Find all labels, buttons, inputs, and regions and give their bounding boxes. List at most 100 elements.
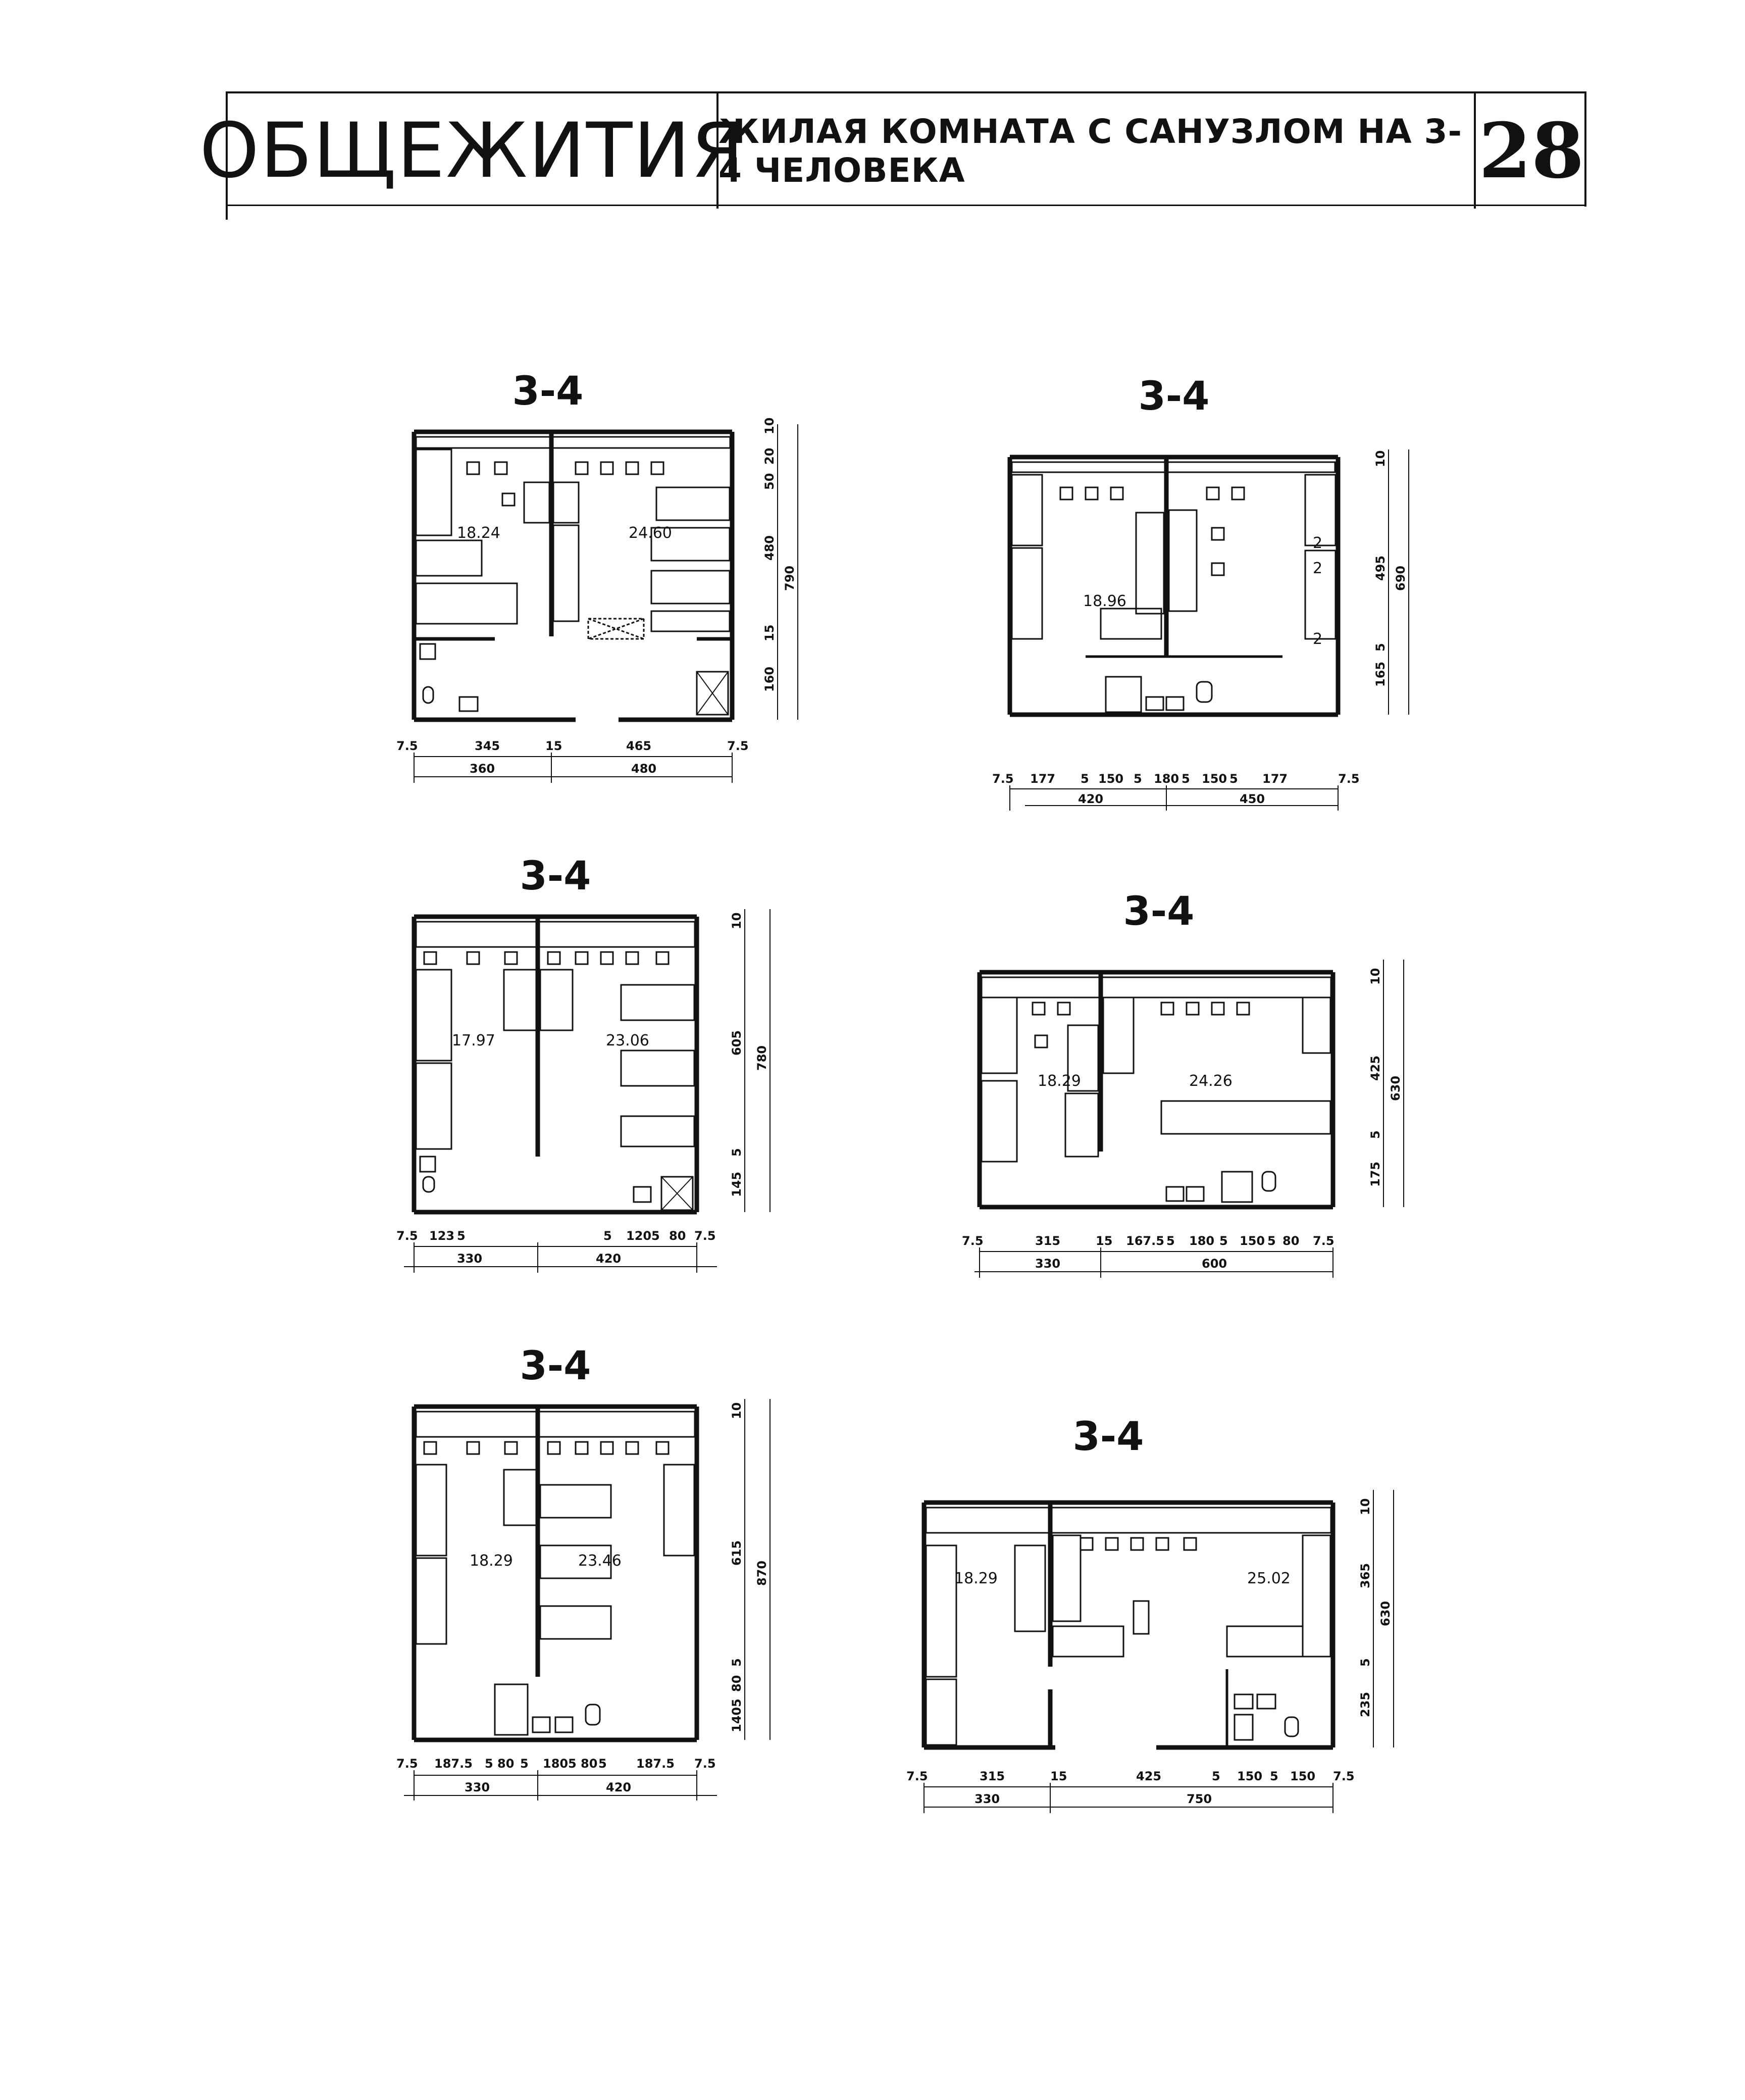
svg-text:465: 465 [626, 739, 651, 753]
plan-5-area-right: 23.46 [578, 1552, 622, 1570]
svg-text:10: 10 [730, 913, 744, 929]
svg-text:15: 15 [762, 625, 777, 641]
svg-text:330: 330 [974, 1792, 1000, 1806]
svg-text:7.5: 7.5 [396, 1229, 418, 1243]
sheet-header: ОБЩЕЖИТИЯ ЖИЛАЯ КОМНАТА С САНУЗЛОМ НА 3-… [199, 91, 1586, 209]
svg-text:605: 605 [730, 1030, 744, 1056]
svg-text:420: 420 [606, 1780, 631, 1794]
svg-text:630: 630 [1389, 1076, 1403, 1101]
plan-4-area-right: 24.26 [1189, 1072, 1233, 1090]
svg-text:10: 10 [1368, 968, 1382, 985]
plan-1-area-right: 24.60 [629, 524, 672, 542]
svg-text:480: 480 [631, 762, 656, 776]
plan-1: 3-4 [394, 369, 848, 813]
plan-3: 3-4 [394, 854, 848, 1298]
svg-text:20: 20 [762, 448, 777, 465]
svg-text:150: 150 [1290, 1769, 1315, 1783]
plan-2-title: 3-4 [1138, 374, 1210, 419]
svg-text:15: 15 [1050, 1769, 1067, 1783]
svg-text:7.5: 7.5 [727, 739, 749, 753]
svg-text:80: 80 [1282, 1234, 1299, 1248]
svg-text:365: 365 [1358, 1563, 1372, 1588]
svg-text:315: 315 [1035, 1234, 1060, 1248]
svg-text:315: 315 [980, 1769, 1005, 1783]
plan-3-drawing: 17.97 23.06 7.5 123 5 5 120 5 80 7.5 330… [396, 909, 771, 1273]
plan-2: 3-4 [990, 374, 1444, 818]
svg-text:5: 5 [1182, 772, 1190, 786]
svg-text:7.5: 7.5 [992, 772, 1014, 786]
svg-text:5: 5 [603, 1229, 612, 1243]
svg-text:150: 150 [1202, 772, 1227, 786]
svg-text:5: 5 [520, 1757, 529, 1771]
svg-text:780: 780 [755, 1045, 769, 1071]
svg-text:330: 330 [465, 1780, 490, 1794]
svg-text:7.5: 7.5 [694, 1757, 716, 1771]
plan-6-area-left: 18.29 [954, 1570, 998, 1587]
svg-text:5: 5 [1212, 1769, 1220, 1783]
svg-text:870: 870 [755, 1561, 769, 1586]
sheet-title: ОБЩЕЖИТИЯ [199, 107, 745, 195]
svg-text:5: 5 [651, 1229, 660, 1243]
svg-text:5: 5 [1229, 772, 1238, 786]
svg-text:7.5: 7.5 [1338, 772, 1360, 786]
svg-text:10: 10 [1358, 1498, 1372, 1515]
svg-text:615: 615 [730, 1540, 744, 1566]
svg-text:5: 5 [1166, 1234, 1175, 1248]
svg-text:5: 5 [730, 1658, 744, 1667]
svg-text:7.5: 7.5 [906, 1769, 928, 1783]
svg-text:177: 177 [1262, 772, 1288, 786]
sheet-subtitle: ЖИЛАЯ КОМНАТА С САНУЗЛОМ НА 3-4 ЧЕЛОВЕКА [716, 93, 1476, 209]
svg-text:495: 495 [1373, 556, 1388, 581]
svg-text:5: 5 [1267, 1234, 1276, 1248]
svg-text:345: 345 [475, 739, 500, 753]
svg-text:420: 420 [1078, 792, 1103, 806]
svg-text:165: 165 [1373, 662, 1388, 687]
svg-text:420: 420 [596, 1252, 621, 1266]
plan-6: 3-4 [904, 1414, 1409, 1848]
svg-text:123: 123 [429, 1229, 454, 1243]
svg-text:5: 5 [730, 1698, 744, 1707]
plan-6-drawing: 18.29 25.02 7.5 315 15 425 5 150 5 150 7… [906, 1490, 1394, 1813]
svg-text:150: 150 [1098, 772, 1123, 786]
plan-3-area-right: 23.06 [606, 1032, 649, 1049]
svg-text:5: 5 [1373, 643, 1388, 652]
svg-text:5: 5 [1358, 1658, 1372, 1667]
header-rule [226, 205, 1586, 206]
svg-text:5: 5 [1219, 1234, 1228, 1248]
plan-3-title: 3-4 [520, 854, 591, 899]
svg-text:180: 180 [1189, 1234, 1214, 1248]
svg-text:750: 750 [1187, 1792, 1212, 1806]
svg-text:5: 5 [1270, 1769, 1278, 1783]
svg-text:330: 330 [1035, 1257, 1060, 1271]
svg-text:5: 5 [1368, 1130, 1382, 1139]
svg-text:80: 80 [497, 1757, 514, 1771]
svg-text:480: 480 [762, 535, 777, 561]
svg-text:690: 690 [1394, 566, 1408, 591]
svg-text:80: 80 [581, 1757, 597, 1771]
svg-text:10: 10 [762, 418, 777, 434]
svg-text:15: 15 [1096, 1234, 1112, 1248]
svg-text:5: 5 [598, 1757, 607, 1771]
plan-1-area-left: 18.24 [457, 524, 500, 542]
svg-text:330: 330 [457, 1252, 482, 1266]
svg-text:425: 425 [1368, 1056, 1382, 1081]
svg-text:187.5: 187.5 [636, 1757, 675, 1771]
svg-text:140: 140 [730, 1707, 744, 1732]
plan-2-area: 18.96 [1083, 592, 1126, 610]
svg-text:5: 5 [730, 1148, 744, 1157]
svg-text:160: 160 [762, 667, 777, 692]
svg-text:7.5: 7.5 [396, 1757, 418, 1771]
svg-text:600: 600 [1202, 1257, 1227, 1271]
plan-2-drawing: 18.96 2 2 2 7.5 177 5 150 5 180 5 150 5 … [992, 449, 1409, 811]
svg-text:150: 150 [1237, 1769, 1262, 1783]
svg-text:187.5: 187.5 [434, 1757, 473, 1771]
svg-text:7.5: 7.5 [1333, 1769, 1355, 1783]
svg-text:7.5: 7.5 [962, 1234, 984, 1248]
svg-text:2: 2 [1313, 534, 1322, 552]
svg-text:7.5: 7.5 [396, 739, 418, 753]
svg-text:7.5: 7.5 [1313, 1234, 1335, 1248]
svg-text:5: 5 [568, 1757, 577, 1771]
svg-text:15: 15 [545, 739, 562, 753]
svg-text:10: 10 [730, 1403, 744, 1419]
svg-text:5: 5 [485, 1757, 493, 1771]
